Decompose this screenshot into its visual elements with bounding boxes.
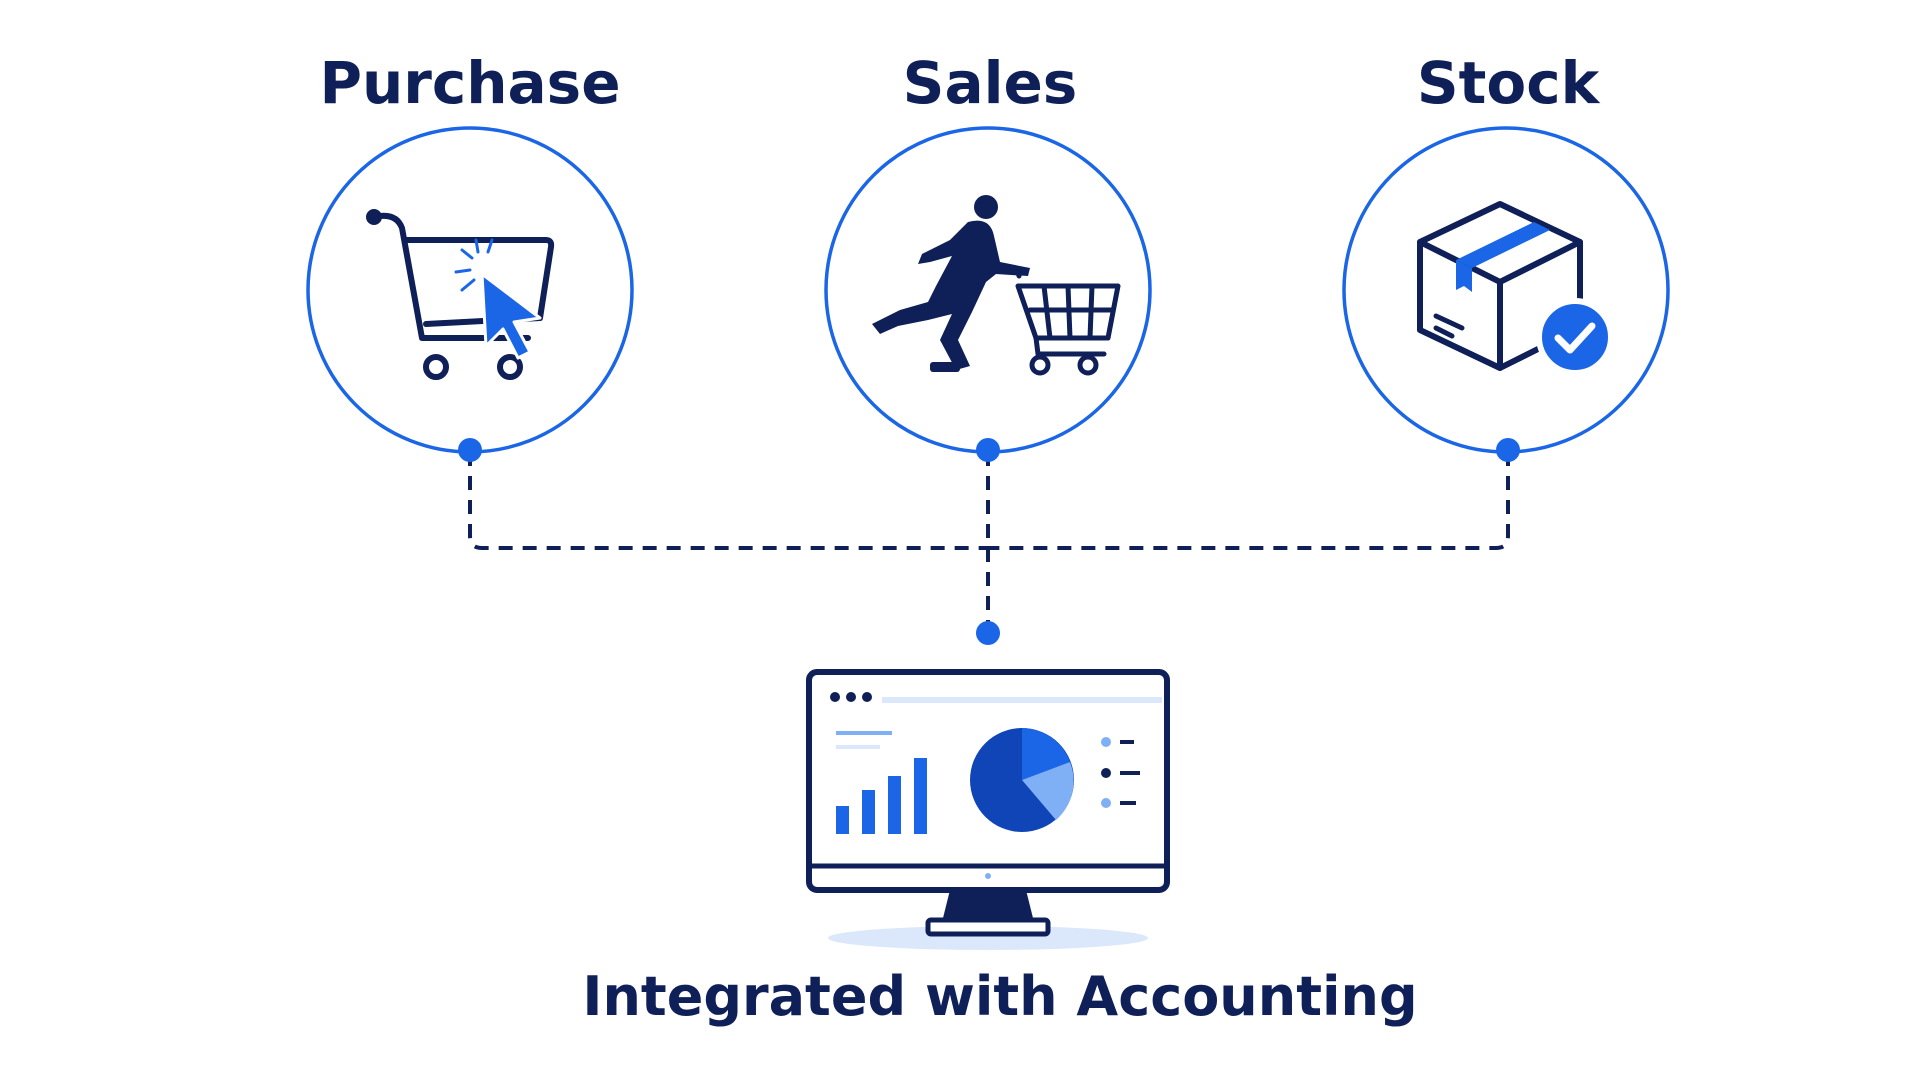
purchase-node-circle [306, 126, 634, 454]
purchase-label: Purchase [319, 49, 621, 117]
sales-connector-dot [976, 438, 1000, 462]
purchase-connector-dot [458, 438, 482, 462]
box-check-icon [1417, 201, 1614, 376]
person-pushing-cart-icon [872, 195, 1121, 376]
sales-label: Sales [902, 49, 1078, 117]
integrated-accounting-label: Integrated with Accounting [582, 965, 1418, 1028]
shopping-cart-cursor-icon [366, 209, 555, 380]
stock-label: Stock [1416, 49, 1600, 117]
target-connector-dot [976, 621, 1000, 645]
connector-purchase [468, 452, 988, 550]
connector-stock [988, 452, 1510, 550]
sales-node-circle [824, 126, 1152, 454]
stock-connector-dot [1496, 438, 1520, 462]
connector-lines [468, 452, 1510, 630]
monitor-dashboard-icon [806, 669, 1170, 950]
monitor-shadow [828, 926, 1148, 950]
